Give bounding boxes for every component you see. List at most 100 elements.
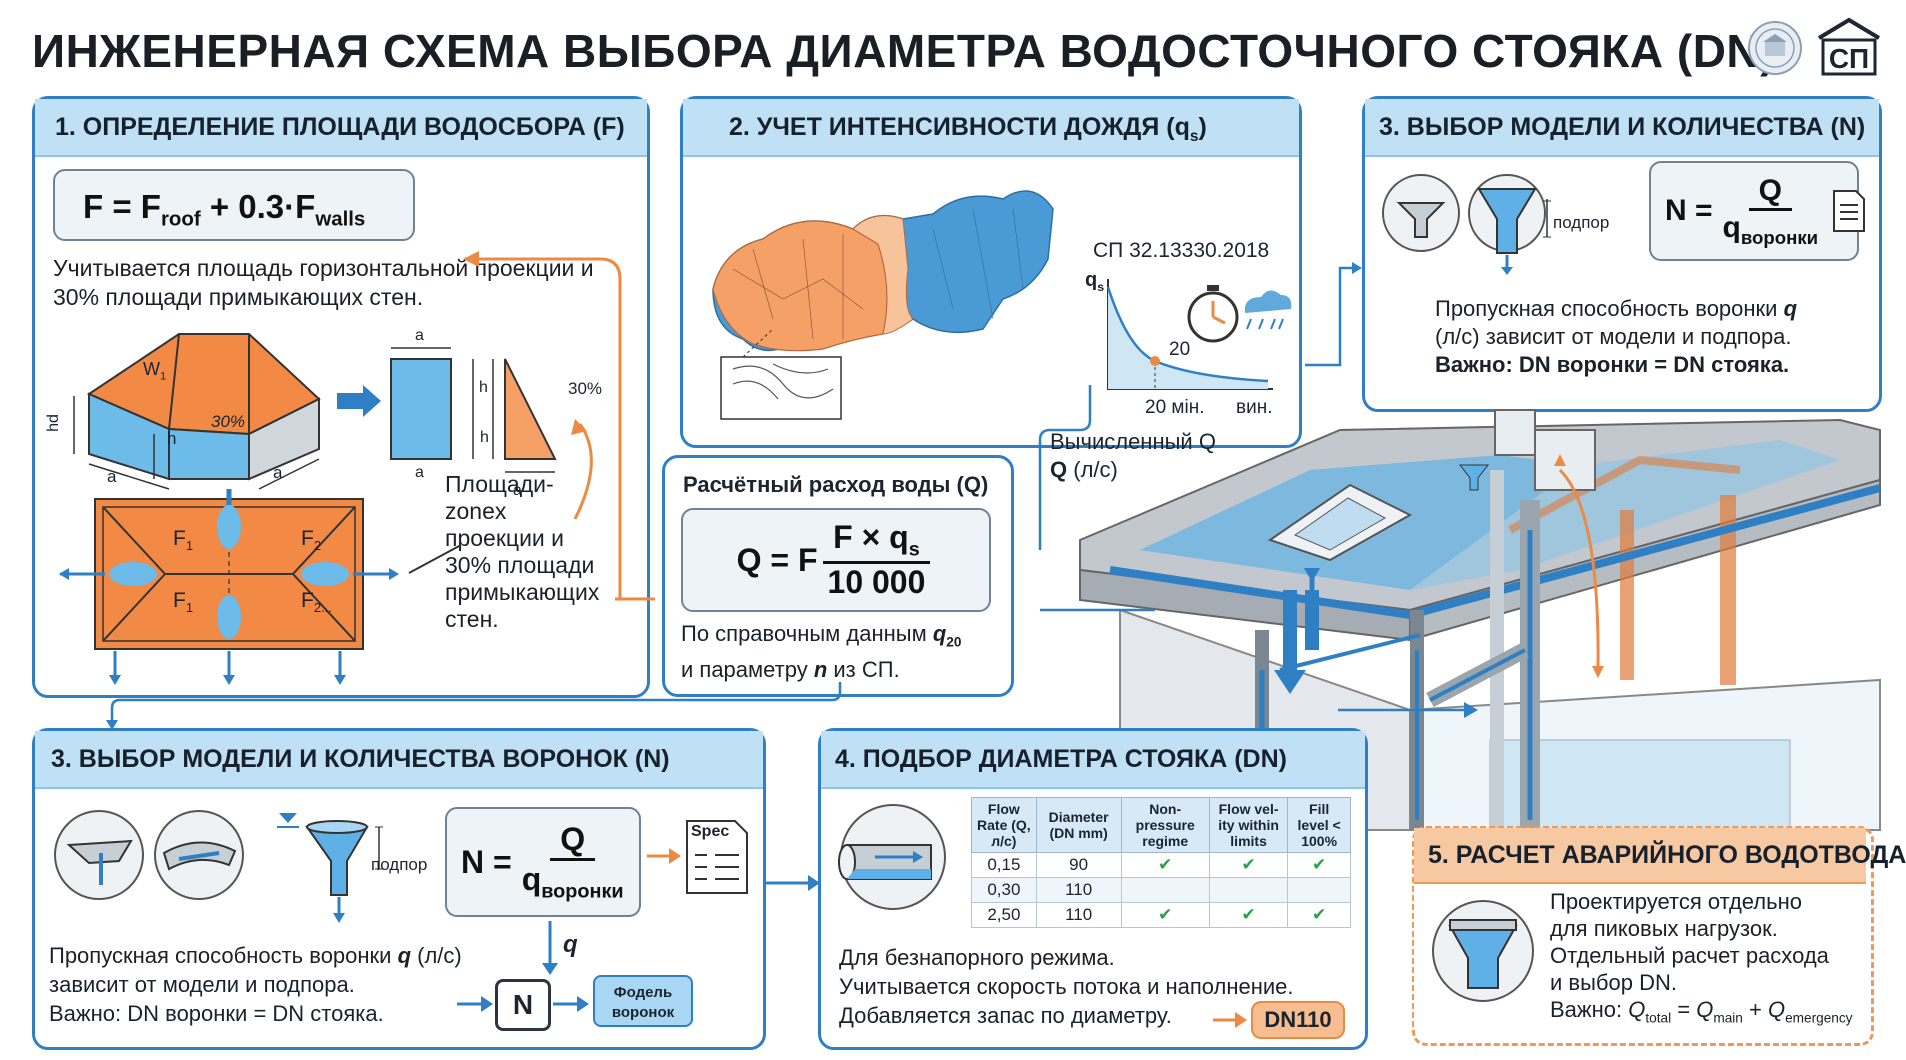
table-cell: 110: [1035, 877, 1122, 903]
projection-diagram: [390, 347, 557, 473]
arrow-right-icon: [766, 875, 820, 891]
formula-sub: walls: [315, 207, 366, 231]
panel-header: Расчётный расход воды (Q): [683, 472, 989, 497]
seal-icon: [1748, 21, 1802, 75]
roof-label-a: a: [107, 467, 117, 486]
text-part: (л/с) зависит от модели и подпора.: [1435, 324, 1792, 349]
podpor-label: подпор: [1553, 213, 1610, 232]
downflow-arrow-icon: [1274, 590, 1306, 694]
text-part: и параметру: [681, 657, 814, 683]
panel-design-flow: Расчётный расход воды (Q) Q = F F × qs 1…: [662, 455, 1014, 697]
model-description: Пропускная способность воронки q (л/с) з…: [1435, 295, 1865, 379]
arrow-right-icon: [337, 385, 381, 417]
formula-part: F × q: [833, 518, 909, 555]
formula-num: Q: [550, 821, 596, 861]
plan-label-f1b: F1: [173, 589, 193, 615]
table-header: Flow vel-ity within limits: [1208, 797, 1289, 853]
arrow-right-icon: [553, 996, 589, 1012]
funnel-backwater-icon: [305, 820, 383, 923]
label-sub: 2...: [313, 600, 332, 616]
table-cell: 0,15: [971, 852, 1037, 878]
axis-sub: s: [1097, 280, 1105, 294]
spec-document-icon: [686, 820, 748, 894]
formula-var: Q: [1628, 997, 1646, 1022]
formula-part: + 0.3·F: [200, 188, 316, 225]
plan-label-f2: F2: [301, 527, 321, 553]
panel-header: 5. РАСЧЕТ АВАРИЙНОГО ВОДОТВОДА: [1414, 828, 1906, 884]
flow-description: По справочным данным q20 и параметру n и…: [681, 620, 1001, 684]
norm-label: СП 32.13330.2018: [1093, 239, 1270, 262]
table-cell: 90: [1035, 852, 1122, 878]
panel-rain-intensity: 2. УЧЕТ ИНТЕНСИВНОСТИ ДОЖДЯ (q s) СП 32.1…: [680, 96, 1302, 448]
intensity-chart: [1106, 279, 1273, 390]
axis-label: q: [1085, 269, 1098, 291]
header-text: 2. УЧЕТ ИНТЕНСИВНОСТИ ДОЖДЯ (q: [729, 113, 1190, 141]
roof-plan-diagram: [59, 489, 399, 685]
connector-line: [1038, 385, 1092, 550]
chart-point-label: 20: [1169, 339, 1191, 360]
chart-axis-y: qs: [1085, 269, 1104, 294]
text-var: q: [932, 621, 947, 646]
text-var: n: [813, 657, 828, 683]
connector-line: [106, 682, 842, 730]
text-part: Важно:: [1550, 997, 1629, 1022]
label: F: [301, 589, 314, 612]
side-text-line: проекции и: [445, 525, 564, 551]
formula-part: q: [521, 860, 542, 897]
label-sub: 1: [185, 538, 194, 554]
header-text: ): [1198, 113, 1207, 141]
formula-part: N =: [461, 843, 512, 880]
formula-sub: main: [1713, 1010, 1743, 1026]
table-header: Fill level < 100%: [1287, 797, 1351, 853]
side-text-line: zonex: [445, 498, 507, 524]
diameter-description: Для безнапорного режима. Учитывается ско…: [839, 943, 1339, 1030]
panel-header: 4. ПОДБОР ДИАМЕТРА СТОЯКА (DN): [821, 731, 1365, 789]
text-line: Отдельный расчет расхода: [1550, 943, 1829, 968]
text-important: Важно: DN воронки = DN стояка.: [49, 1001, 384, 1026]
check-icon: ✔: [1120, 852, 1210, 878]
level-marker-icon: [277, 813, 299, 828]
panel-emergency: 5. РАСЧЕТ АВАРИЙНОГО ВОДОТВОДА Проектиру…: [1414, 828, 1906, 1038]
text-line: Добавляется запас по диаметру.: [839, 1003, 1172, 1028]
formula-den: 10 000: [827, 564, 926, 601]
formula-var: Q: [1696, 997, 1714, 1022]
formula-num: Q: [1748, 174, 1792, 211]
text-sub: 20: [946, 634, 962, 650]
arrow-right-icon: [647, 848, 681, 864]
panel-header: 3. ВЫБОР МОДЕЛИ И КОЛИЧЕСТВА ВОРОНОК (N): [35, 731, 763, 789]
table-row: 2,50 110 ✔ ✔ ✔: [971, 902, 1351, 928]
emergency-formula: Важно: Qtotal = Qmain + Qemergency: [1550, 996, 1860, 1031]
logo: СП: [1815, 16, 1883, 80]
side-text-line: примыкающих: [445, 579, 600, 605]
text-var: q: [397, 943, 412, 968]
formula-fraction: Q qворонки: [512, 821, 634, 903]
computed-q-line: Вычисленный Q: [1050, 429, 1216, 454]
side-text-line: 30% площади: [445, 552, 595, 578]
formula-den: qворонки: [1713, 211, 1829, 249]
label: W: [143, 359, 160, 379]
table-cell: 0,30: [971, 877, 1037, 903]
plan-side-text: Площади- zonex проекции и 30% площади пр…: [445, 471, 635, 633]
formula-sub: s: [908, 538, 920, 561]
formula-part: q: [1722, 210, 1741, 244]
plan-label-f2b: F2...: [301, 589, 332, 615]
table-header: Flow Rate (Q, л/с): [971, 797, 1037, 853]
timer-rain-icon: [1187, 285, 1292, 343]
side-text-line: Площади-: [445, 471, 554, 497]
spec-label: Spec: [691, 823, 730, 840]
check-icon: ✔: [1287, 852, 1351, 878]
roof-label-w1: W1: [143, 359, 166, 383]
emergency-funnel-icon: [1432, 900, 1534, 1002]
roof-label-h: h: [167, 429, 177, 448]
table-header: Non-pressure regime: [1120, 797, 1210, 853]
n-box: N: [495, 979, 551, 1031]
proj-label-pct: 30%: [568, 379, 603, 398]
text-line: Проектируется отдельно: [1550, 889, 1802, 914]
check-icon: ✔: [1208, 852, 1289, 878]
formula-var: Q: [1767, 997, 1786, 1022]
table-cell: [1120, 877, 1210, 903]
roof-diagram: [73, 333, 321, 490]
text-part: зависит от модели и подпора.: [49, 972, 355, 997]
emergency-description: Проектируется отдельно для пиковых нагру…: [1550, 888, 1860, 1031]
label-sub: 2: [313, 538, 322, 554]
